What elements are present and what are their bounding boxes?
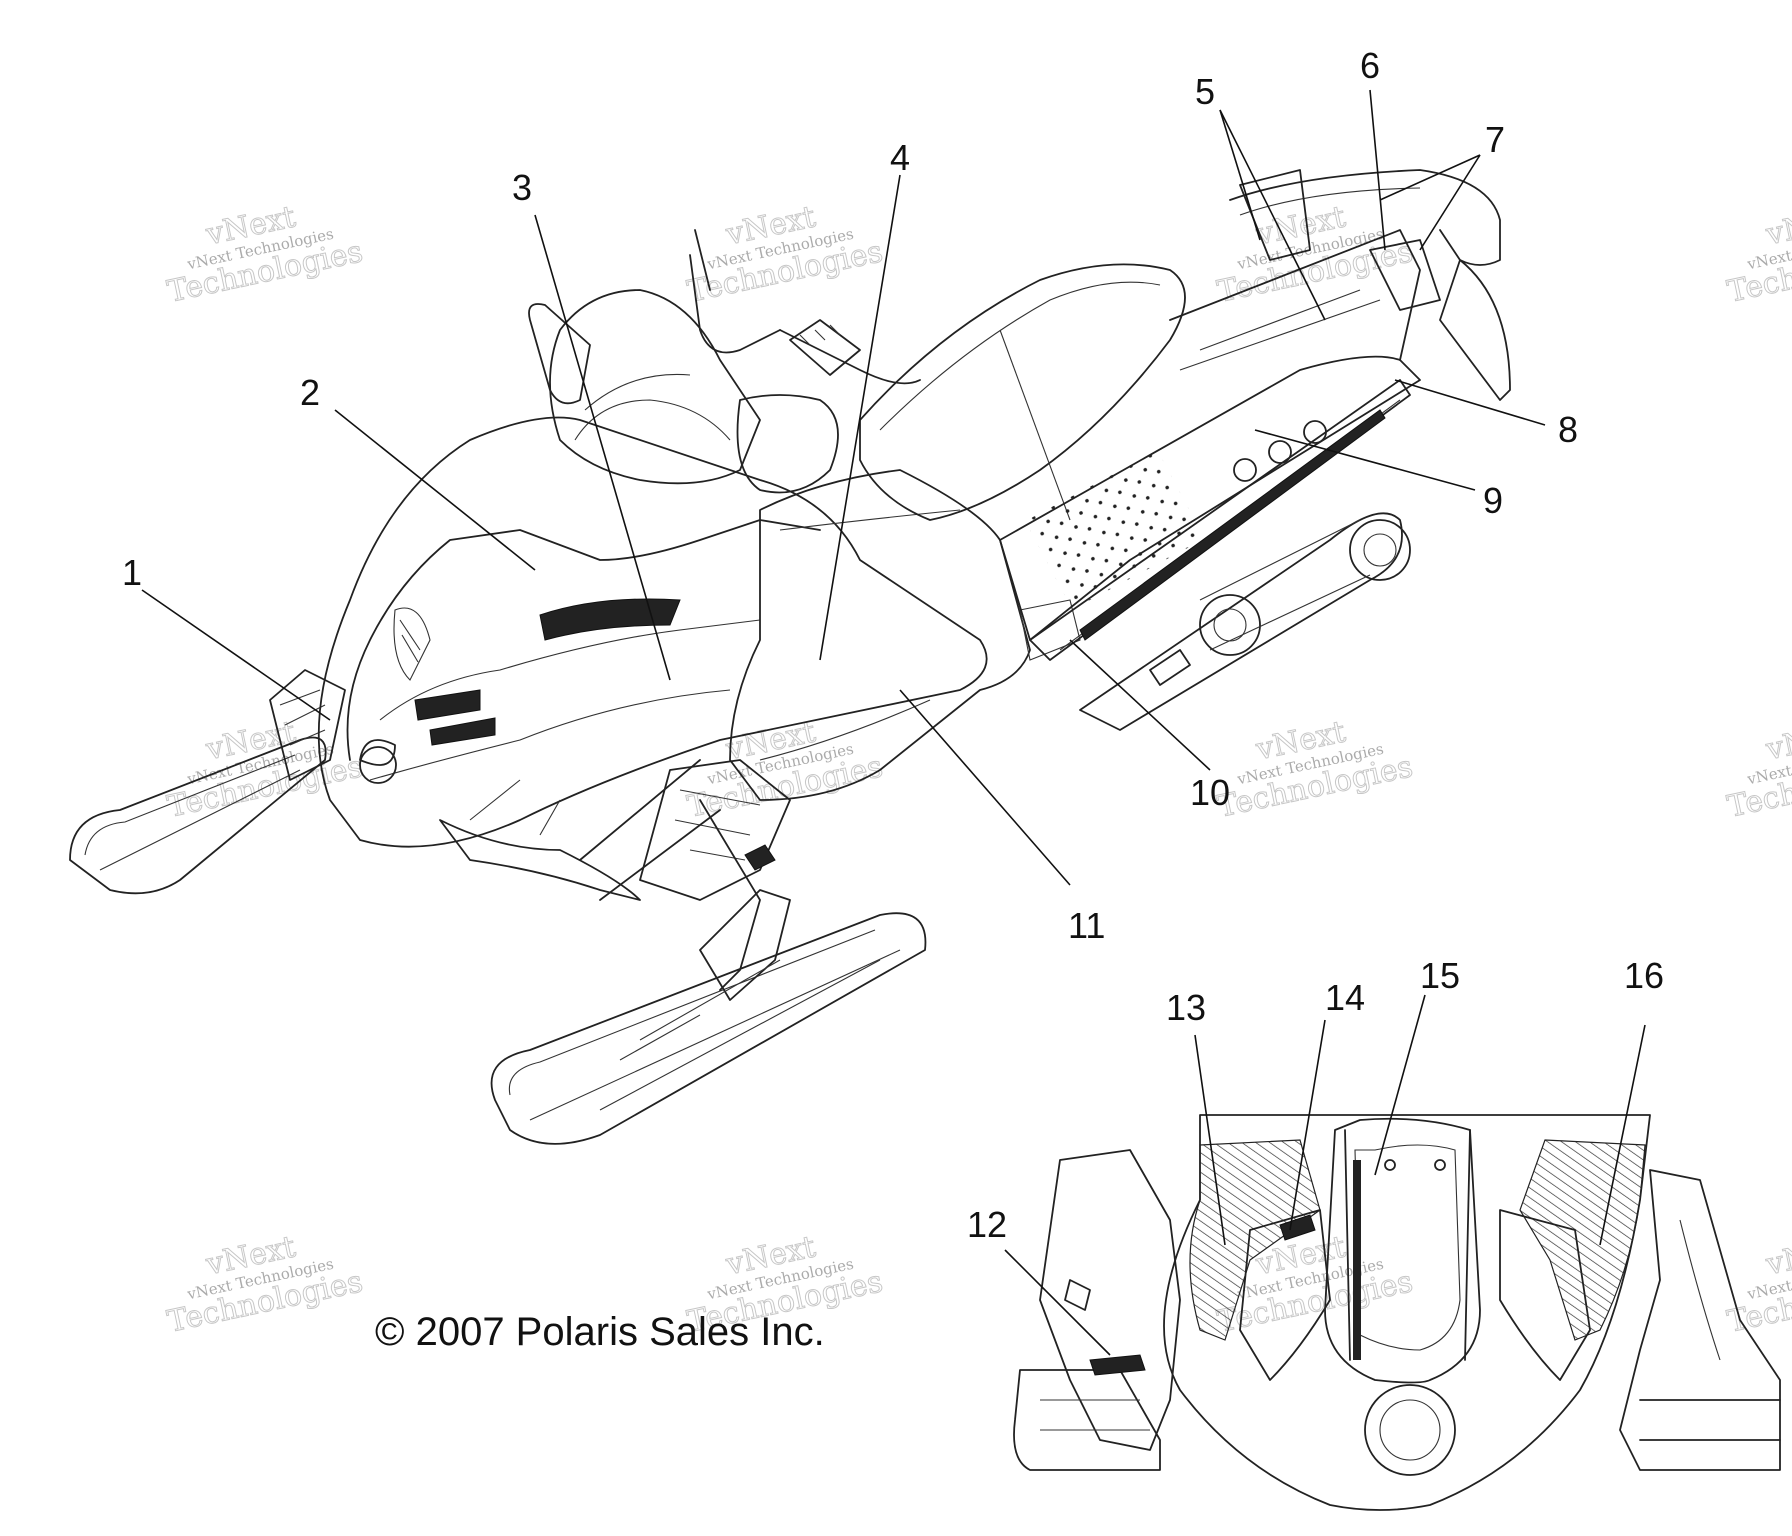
watermark: vNext vNext Technologies Technologies [1724, 199, 1792, 310]
callout-11: 11 [1068, 905, 1105, 946]
handlebars [689, 229, 921, 494]
rear-suspension [1079, 512, 1411, 731]
inset-view [1013, 1114, 1781, 1511]
watermark: vNext vNext Technologies Technologies [164, 1229, 366, 1340]
callout-2: 2 [300, 372, 320, 413]
front-suspension [579, 759, 791, 991]
leader-lines [141, 89, 1646, 1356]
snowmobile-illustration [69, 169, 1511, 1145]
svg-text:vNext: vNext [1762, 714, 1792, 767]
watermark: vNext vNext Technologies Technologies [684, 199, 886, 310]
callout-8: 8 [1558, 409, 1578, 450]
callout-7: 7 [1485, 119, 1505, 160]
hood [317, 416, 988, 848]
callout-9: 9 [1483, 480, 1503, 521]
tunnel [999, 229, 1421, 661]
watermark: vNext vNext Technologies Technologies [164, 199, 366, 310]
right-ski [490, 889, 927, 1145]
callout-15: 15 [1420, 955, 1460, 996]
callout-5: 5 [1195, 71, 1215, 112]
callout-13: 13 [1166, 987, 1206, 1028]
left-ski [69, 669, 346, 895]
callout-3: 3 [512, 167, 532, 208]
rear-bumper [1229, 169, 1511, 401]
copyright-notice: © 2007 Polaris Sales Inc. [375, 1310, 825, 1354]
watermark: vNext vNext Technologies Technologies [1724, 714, 1792, 825]
callout-14: 14 [1325, 977, 1365, 1018]
svg-text:vNext: vNext [1762, 199, 1792, 252]
callouts: 1 2 3 4 5 6 7 8 9 10 11 12 13 14 15 16 [122, 45, 1664, 1245]
callout-6: 6 [1360, 45, 1380, 86]
callout-1: 1 [122, 552, 142, 593]
callout-4: 4 [890, 137, 910, 178]
callout-12: 12 [967, 1204, 1007, 1245]
watermark: vNext vNext Technologies Technologies [684, 714, 886, 825]
callout-10: 10 [1190, 772, 1230, 813]
lower-fairing [439, 779, 641, 901]
watermark: vNext vNext Technologies Technologies [1724, 1229, 1792, 1340]
svg-text:vNext: vNext [1762, 1229, 1792, 1282]
seat [859, 263, 1186, 521]
windshield [528, 289, 761, 485]
watermark: vNext vNext Technologies Technologies [1214, 714, 1416, 825]
side-panel [729, 469, 1081, 801]
callout-16: 16 [1624, 955, 1664, 996]
